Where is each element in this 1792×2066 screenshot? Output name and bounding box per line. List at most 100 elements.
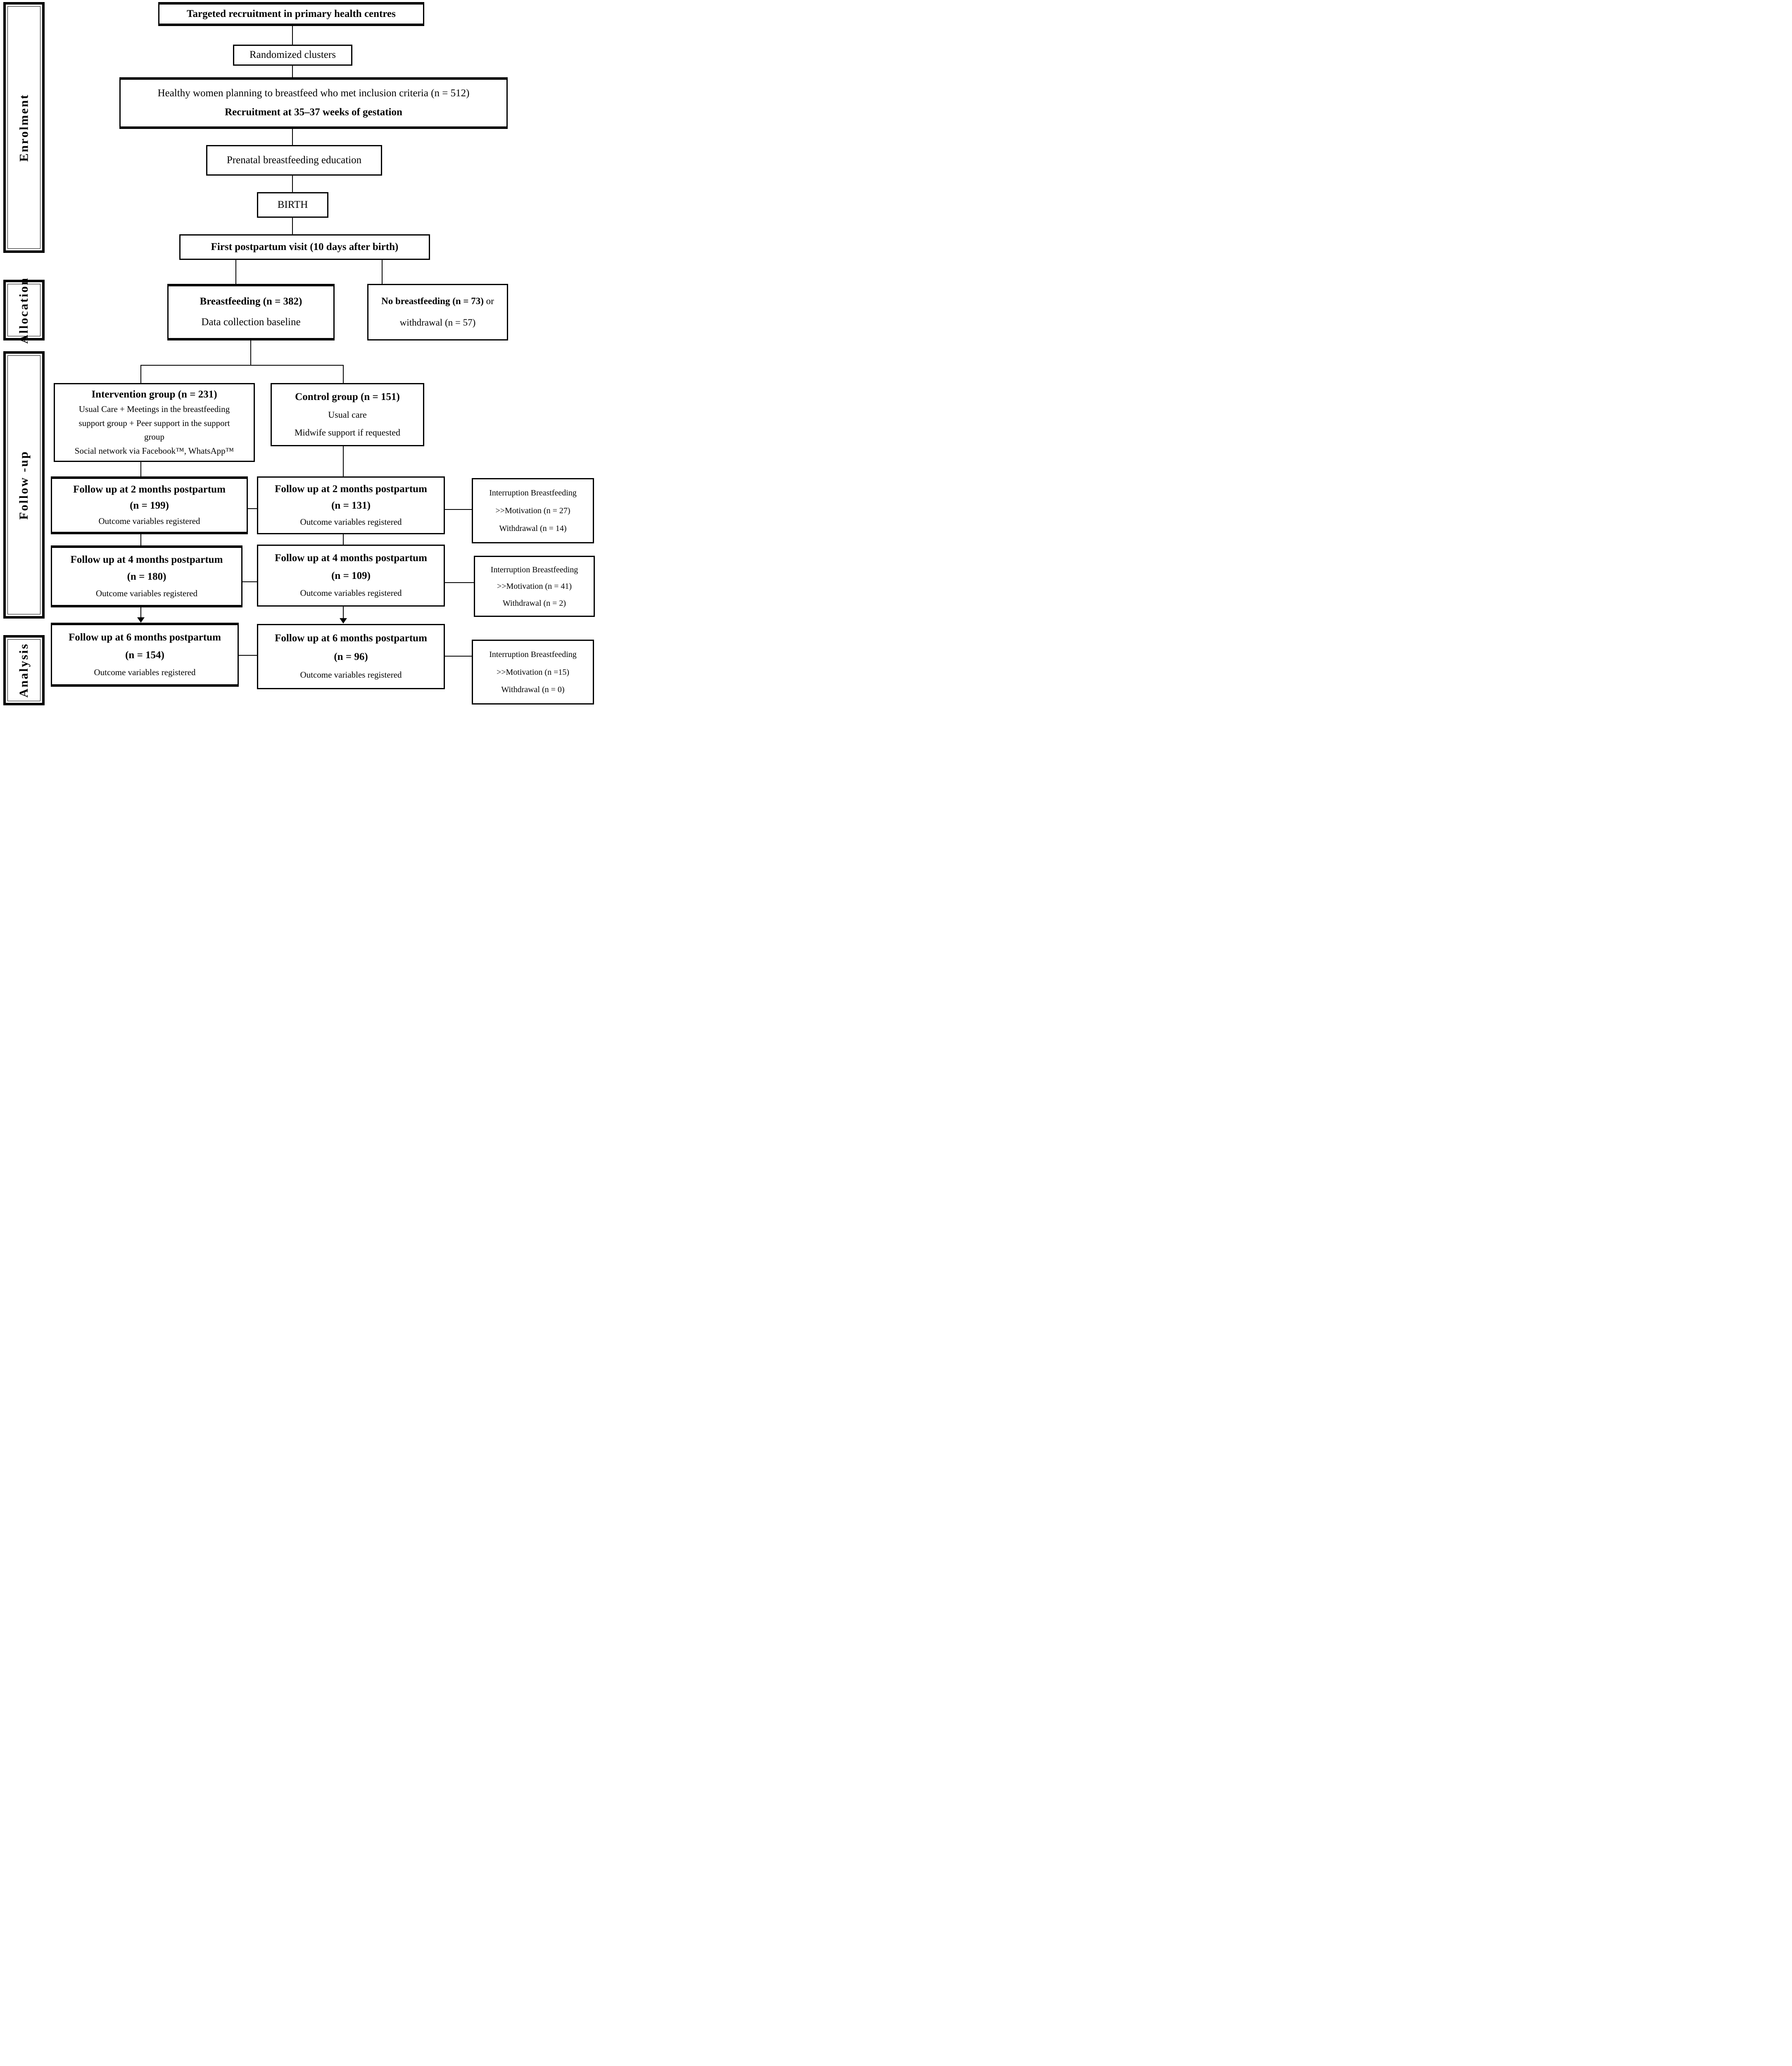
box-text: Healthy women planning to breastfeed who… bbox=[157, 88, 470, 99]
box-text: No breastfeeding (n = 73) or bbox=[381, 295, 494, 307]
box-text: Breastfeeding (n = 382) bbox=[200, 296, 302, 307]
box-followup-4m-control: Follow up at 4 months postpartum (n = 10… bbox=[257, 545, 445, 607]
box-text: First postpartum visit (10 days after bi… bbox=[211, 241, 399, 252]
stage-box-enrolment: Enrolment bbox=[3, 2, 45, 253]
box-text: Withdrawal (n = 0) bbox=[501, 685, 565, 695]
box-randomized-clusters: Randomized clusters bbox=[233, 45, 352, 66]
connector-line bbox=[343, 446, 344, 476]
connector-line bbox=[292, 26, 293, 45]
box-text: Withdrawal (n = 2) bbox=[502, 598, 566, 608]
box-title: Interruption Breastfeeding bbox=[489, 488, 577, 497]
box-n: (n = 96) bbox=[334, 651, 368, 663]
box-text: >>Motivation (n =15) bbox=[496, 667, 570, 677]
connector-line bbox=[343, 607, 344, 619]
box-interruption-6m: Interruption Breastfeeding >>Motivation … bbox=[472, 640, 594, 705]
box-title: Follow up at 2 months postpartum bbox=[275, 483, 427, 495]
connector-line bbox=[444, 656, 472, 657]
box-followup-6m-intervention: Follow up at 6 months postpartum (n = 15… bbox=[51, 623, 239, 687]
box-control-group: Control group (n = 151) Usual care Midwi… bbox=[271, 383, 424, 446]
box-n: (n = 180) bbox=[127, 571, 166, 583]
connector-line bbox=[382, 260, 383, 284]
box-text: Outcome variables registered bbox=[300, 588, 402, 598]
connector-line bbox=[247, 508, 258, 509]
box-inclusion-criteria: Healthy women planning to breastfeed who… bbox=[119, 77, 508, 129]
box-text: Withdrawal (n = 14) bbox=[499, 524, 567, 533]
box-text-rest: or bbox=[483, 296, 494, 307]
box-text: Data collection baseline bbox=[201, 317, 301, 328]
box-title: Follow up at 4 months postpartum bbox=[275, 552, 427, 564]
box-interruption-2m: Interruption Breastfeeding >>Motivation … bbox=[472, 478, 594, 543]
stage-label-enrolment: Enrolment bbox=[17, 93, 31, 162]
connector-line bbox=[292, 176, 293, 192]
arrow-down-icon bbox=[340, 618, 347, 624]
connector-line bbox=[292, 129, 293, 145]
box-breastfeeding: Breastfeeding (n = 382) Data collection … bbox=[167, 284, 335, 340]
box-text: Outcome variables registered bbox=[98, 516, 200, 526]
box-text: Midwife support if requested bbox=[295, 427, 400, 438]
connector-line bbox=[444, 509, 472, 510]
box-title: Intervention group (n = 231) bbox=[91, 388, 217, 400]
box-text: Outcome variables registered bbox=[300, 670, 402, 680]
stage-label-followup: Follow -up bbox=[17, 450, 31, 520]
box-text: Usual care bbox=[328, 409, 367, 420]
box-text: Usual Care + Meetings in the breastfeedi… bbox=[78, 404, 230, 414]
box-n: (n = 131) bbox=[331, 500, 371, 512]
box-text: Targeted recruitment in primary health c… bbox=[187, 8, 396, 19]
box-followup-6m-control: Follow up at 6 months postpartum (n = 96… bbox=[257, 624, 445, 689]
stage-box-followup: Follow -up bbox=[3, 351, 45, 619]
stage-box-analysis: Analysis bbox=[3, 635, 45, 705]
box-text: >>Motivation (n = 27) bbox=[495, 506, 570, 515]
box-text: Prenatal breastfeeding education bbox=[226, 154, 362, 166]
box-interruption-4m: Interruption Breastfeeding >>Motivation … bbox=[474, 556, 595, 617]
box-no-breastfeeding: No breastfeeding (n = 73) or withdrawal … bbox=[367, 284, 508, 340]
box-title: Interruption Breastfeeding bbox=[490, 565, 578, 574]
connector-line bbox=[292, 218, 293, 234]
connector-line bbox=[140, 534, 141, 545]
box-followup-2m-intervention: Follow up at 2 months postpartum (n = 19… bbox=[51, 476, 248, 534]
connector-line bbox=[250, 340, 251, 365]
box-title: Follow up at 4 months postpartum bbox=[70, 554, 223, 565]
stage-label-analysis: Analysis bbox=[17, 643, 31, 698]
stage-box-allocation: Allocation bbox=[3, 277, 45, 343]
consort-flow-diagram: Enrolment Allocation Follow -up Analysis… bbox=[0, 0, 597, 708]
connector-line bbox=[242, 581, 258, 582]
connector-line bbox=[140, 365, 141, 383]
box-text: Outcome variables registered bbox=[300, 516, 402, 527]
connector-line bbox=[140, 462, 141, 476]
box-text: support group + Peer support in the supp… bbox=[78, 418, 230, 428]
box-text: >>Motivation (n = 41) bbox=[497, 582, 572, 591]
connector-line bbox=[235, 260, 236, 284]
connector-line bbox=[140, 365, 344, 366]
box-title: Control group (n = 151) bbox=[295, 391, 400, 402]
box-first-postpartum-visit: First postpartum visit (10 days after bi… bbox=[179, 234, 430, 260]
box-text: Recruitment at 35–37 weeks of gestation bbox=[225, 107, 402, 118]
box-targeted-recruitment: Targeted recruitment in primary health c… bbox=[158, 2, 424, 26]
box-title: Follow up at 2 months postpartum bbox=[73, 484, 226, 495]
box-followup-2m-control: Follow up at 2 months postpartum (n = 13… bbox=[257, 476, 445, 534]
box-followup-4m-intervention: Follow up at 4 months postpartum (n = 18… bbox=[51, 545, 242, 607]
box-text: Outcome variables registered bbox=[95, 588, 198, 598]
arrow-down-icon bbox=[137, 617, 145, 623]
box-title: Follow up at 6 months postpartum bbox=[69, 632, 221, 643]
connector-line bbox=[444, 582, 474, 583]
connector-line bbox=[238, 655, 258, 656]
connector-line bbox=[343, 534, 344, 545]
box-birth: BIRTH bbox=[257, 192, 328, 218]
connector-line bbox=[140, 607, 141, 618]
box-title: Follow up at 6 months postpartum bbox=[275, 633, 427, 644]
box-prenatal-education: Prenatal breastfeeding education bbox=[206, 145, 382, 176]
box-text-bold: No breastfeeding (n = 73) bbox=[381, 296, 484, 307]
box-text: BIRTH bbox=[277, 199, 308, 210]
box-text: Outcome variables registered bbox=[94, 667, 196, 677]
box-text: Randomized clusters bbox=[250, 49, 336, 61]
box-text: withdrawal (n = 57) bbox=[399, 317, 476, 328]
box-text: group bbox=[144, 432, 164, 442]
box-text: Social network via Facebook™, WhatsApp™ bbox=[74, 446, 234, 456]
connector-line bbox=[343, 365, 344, 383]
box-title: Interruption Breastfeeding bbox=[489, 650, 577, 659]
stage-label-allocation: Allocation bbox=[17, 276, 31, 344]
box-n: (n = 109) bbox=[331, 570, 371, 582]
box-n: (n = 154) bbox=[125, 649, 164, 661]
box-intervention-group: Intervention group (n = 231) Usual Care … bbox=[54, 383, 255, 462]
connector-line bbox=[292, 66, 293, 77]
